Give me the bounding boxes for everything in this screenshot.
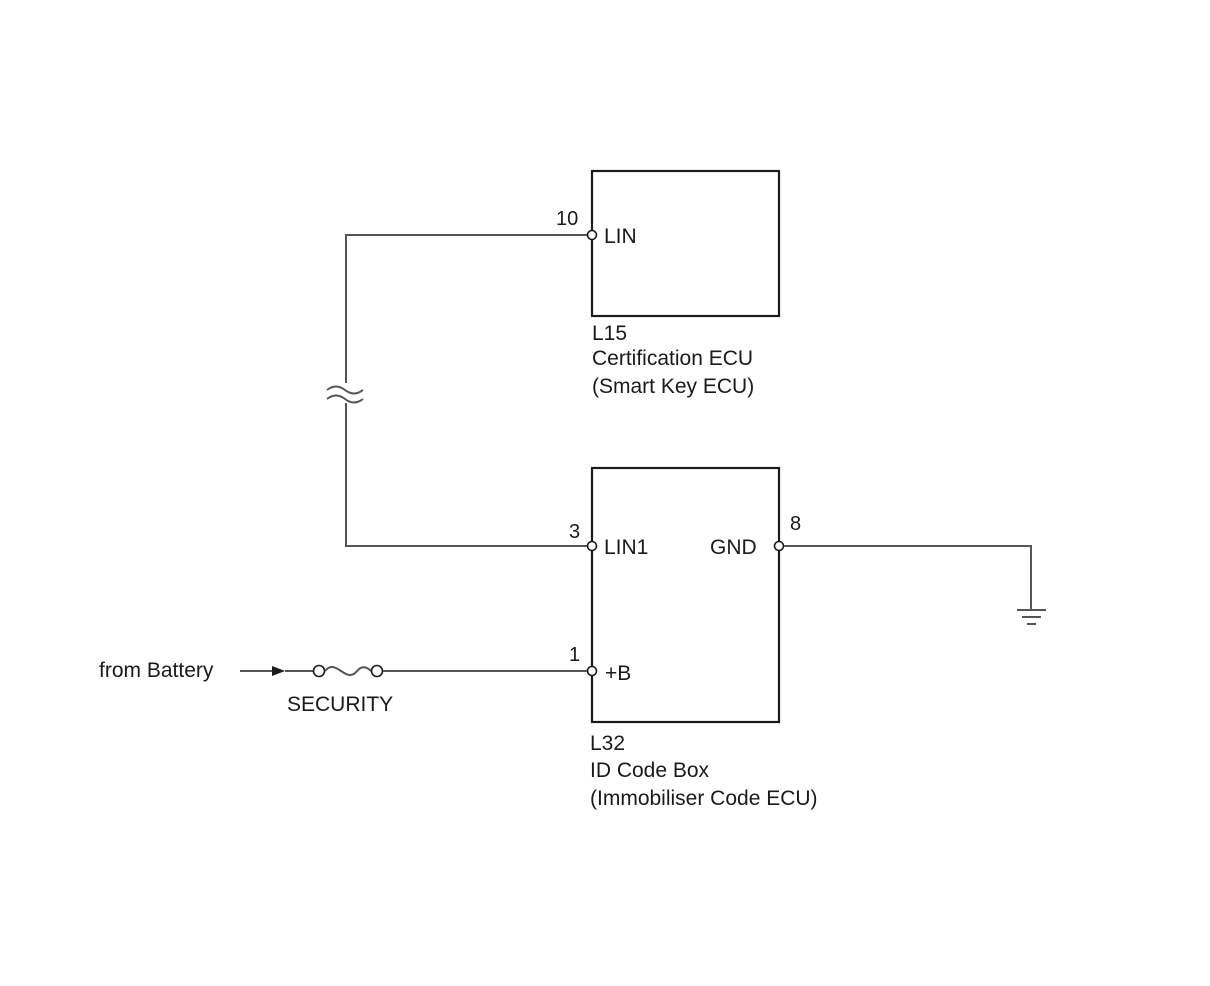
id-code-box-code: L32: [590, 732, 625, 755]
id-code-box-subname: (Immobiliser Code ECU): [590, 787, 818, 810]
certification-ecu-pin-number: 10: [556, 208, 578, 230]
id-code-box-plus-b-pin-label: +B: [605, 662, 631, 685]
id-code-box-lin1-pin-number: 3: [569, 521, 580, 543]
id-code-box-lin1-terminal: [586, 540, 598, 552]
battery-source-label: from Battery: [99, 659, 214, 682]
id-code-box-plus-b-pin-number: 1: [569, 644, 580, 666]
ground-icon: [1017, 609, 1046, 625]
wire-break-symbol: [326, 385, 364, 404]
certification-ecu-subname: (Smart Key ECU): [592, 375, 754, 398]
lin-wire: [345, 234, 587, 547]
certification-ecu-pin-label: LIN: [604, 225, 637, 248]
fuse-icon: [312, 664, 384, 678]
id-code-box-name: ID Code Box: [590, 759, 710, 782]
certification-ecu-name: Certification ECU: [592, 347, 753, 370]
certification-ecu-box: [590, 169, 781, 318]
certification-ecu-lin-terminal: [586, 229, 598, 241]
certification-ecu-code: L15: [592, 322, 627, 345]
fuse-label: SECURITY: [287, 693, 393, 716]
id-code-box-plus-b-terminal: [586, 665, 598, 677]
id-code-box-gnd-pin-label: GND: [710, 536, 757, 559]
gnd-wire: [784, 545, 1032, 610]
id-code-box-gnd-terminal: [773, 540, 785, 552]
arrow-right-icon: [240, 666, 285, 676]
id-code-box-lin1-pin-label: LIN1: [604, 536, 648, 559]
id-code-box-gnd-pin-number: 8: [790, 513, 801, 535]
id-code-box: [590, 466, 781, 724]
